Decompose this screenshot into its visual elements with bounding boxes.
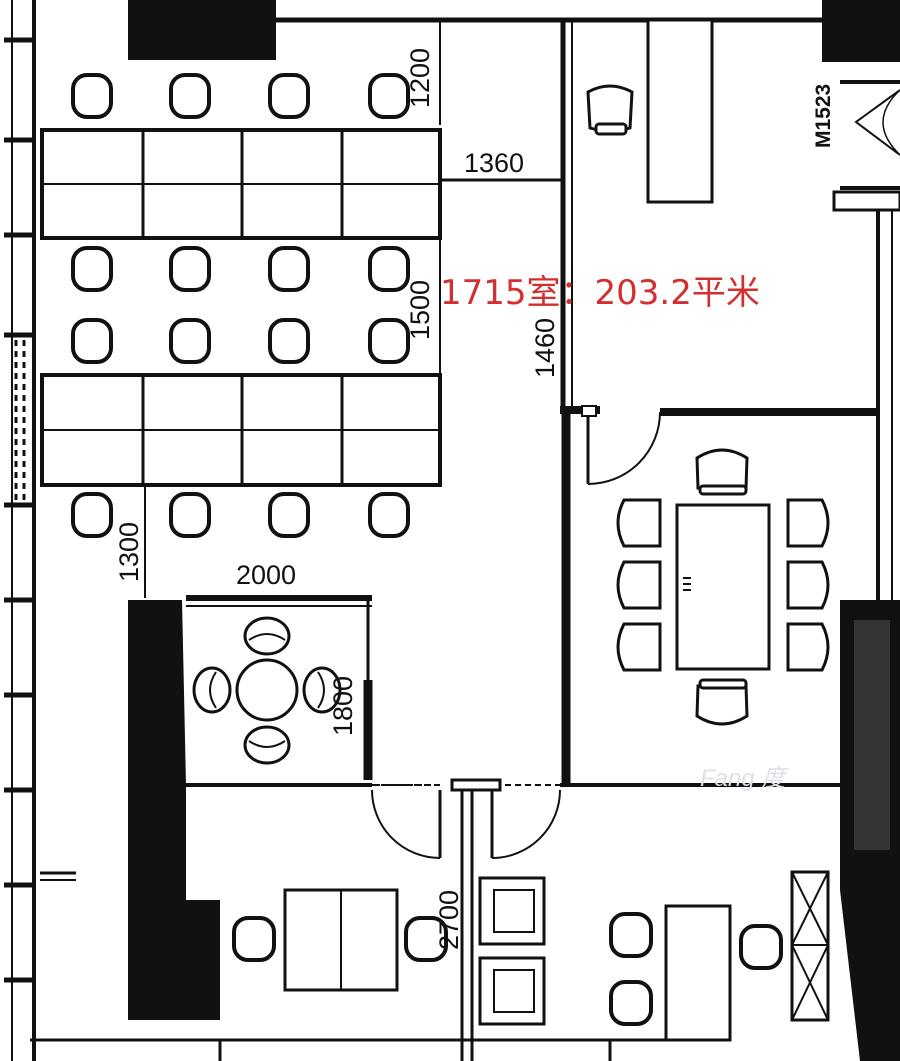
dim-1200: 1200 <box>405 48 435 108</box>
dim-2700: 2700 <box>434 890 464 950</box>
dim-2000: 2000 <box>236 560 296 590</box>
dim-1500: 1500 <box>405 280 435 340</box>
office-chairs <box>71 73 410 538</box>
dim-1460: 1460 <box>530 318 560 378</box>
dim-1800: 1800 <box>328 676 358 736</box>
negotiation-room <box>192 616 342 765</box>
dimension-labels: 1200 1360 1500 1460 1300 2000 1800 2700 … <box>114 48 835 950</box>
dim-1360: 1360 <box>464 148 524 178</box>
room-area-label: 1715室：203.2平米 <box>440 273 760 313</box>
doors <box>371 89 900 859</box>
door-code-label: M1523 <box>812 84 835 148</box>
meeting-room <box>616 448 830 726</box>
manager-office <box>586 18 714 204</box>
workstation-desks-top <box>40 128 442 240</box>
dim-1300: 1300 <box>114 522 144 582</box>
reception-area <box>232 870 830 1042</box>
watermark-text: Fang 度 <box>700 765 789 792</box>
workstation-desks-bottom <box>40 373 442 487</box>
